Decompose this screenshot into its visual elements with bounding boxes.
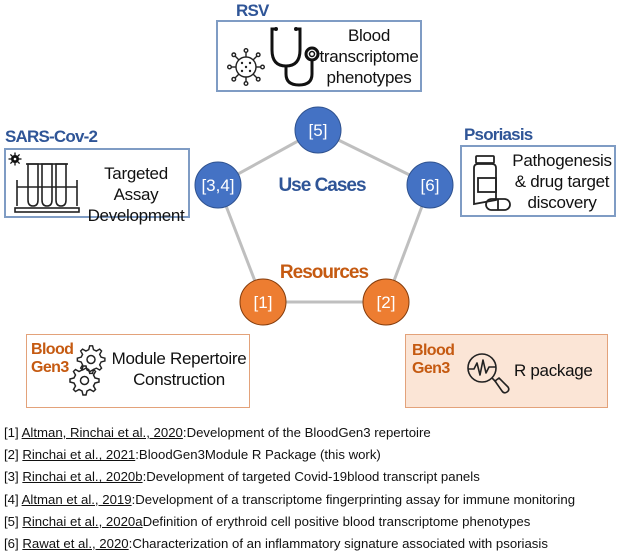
reference-text: BloodGen3Module R Package (this work) [138,447,381,463]
reference-item: [2] Rinchai et al., 2021:BloodGen3Module… [4,444,575,466]
sars-cov-2-description: Targeted Assay Development [82,163,190,226]
reference-citation-link[interactable]: Rinchai et al., 2021 [22,447,136,463]
reference-item: [1] Altman, Rinchai et al., 2020:Develop… [4,422,575,444]
node-3-4-label: [3,4] [201,176,234,195]
reference-item: [3] Rinchai et al., 2020b:Development of… [4,466,575,488]
use-case-psoriasis-box: Pathogenesis & drug target discovery [460,145,616,217]
node-3-4[interactable]: [3,4] [194,161,242,209]
topic-psoriasis: Psoriasis [464,125,533,144]
use-case-rsv-box: Blood transcriptome phenotypes [216,20,422,92]
reference-citation-link[interactable]: Rinchai et al., 2020a [22,513,143,529]
module-repertoire-description: Module Repertoire Construction [109,348,249,390]
node-5-label: [5] [309,121,328,140]
reference-separator: : [128,536,133,552]
description-line: Module Repertoire [111,349,247,368]
resource-r-package-box: Blood Gen3 R package [405,334,608,408]
virus-icon [227,48,266,87]
description-line: & drug target [514,172,610,191]
coronavirus-icon [8,152,22,166]
magnifier-pulse-icon [467,353,510,394]
brand-line: Gen3 [412,360,450,377]
reference-text: Development of targeted Covid-19blood tr… [146,469,480,485]
reference-number: [5] [4,513,19,529]
reference-number: [2] [4,447,19,463]
reference-separator: : [135,447,139,463]
brand-line: Blood [31,341,74,358]
reference-number: [6] [4,536,19,552]
reference-text: Development of the BloodGen3 repertoire [186,425,431,440]
stethoscope-icon [270,27,320,87]
brand-line: Gen3 [31,359,69,376]
bloodgen3-brand: Blood Gen3 [31,341,74,377]
reference-citation-link[interactable]: Rinchai et al., 2020b [22,469,143,485]
topic-sars-cov-2: SARS-Cov-2 [5,127,98,146]
reference-item: [4] Altman et al., 2019:Development of a… [4,489,575,511]
pill-bottle-icon [473,155,511,211]
rsv-description: Blood transcriptome phenotypes [318,25,420,88]
brand-line: Blood [412,342,455,359]
reference-citation-link[interactable]: Altman, Rinchai et al., 2020 [21,425,183,440]
psoriasis-description: Pathogenesis & drug target discovery [510,150,614,213]
reference-text: Development of a transcriptome fingerpri… [135,491,576,507]
description-line: Targeted Assay [104,164,168,204]
reference-list: [1] Altman, Rinchai et al., 2020:Develop… [4,422,575,555]
description-line: Pathogenesis [512,151,612,170]
reference-text: Definition of erythroid cell positive bl… [142,513,531,529]
node-2[interactable]: [2] [362,278,410,326]
use-case-sars-cov-2-box: Targeted Assay Development [4,148,190,225]
node-1[interactable]: [1] [239,278,287,326]
node-6-label: [6] [421,176,440,195]
node-6[interactable]: [6] [406,161,454,209]
reference-citation-link[interactable]: Rawat et al., 2020 [22,536,129,552]
description-line: discovery [527,193,597,212]
node-1-label: [1] [254,293,273,312]
description-line: phenotypes [326,68,412,87]
r-package-description: R package [514,360,602,381]
gears-icon [69,345,106,396]
description-line: Construction [133,370,225,389]
reference-number: [4] [4,491,19,507]
description-line: Blood [348,26,390,45]
reference-separator: : [182,425,187,440]
node-2-label: [2] [377,293,396,312]
description-line: R package [514,361,593,380]
resource-module-repertoire-box: Blood Gen3 Module Repertoire Constructio… [26,334,250,408]
test-tubes-icon [14,163,80,213]
reference-item: [6] Rawat et al., 2020:Characterization … [4,533,575,555]
reference-text: Characterization of an inflammatory sign… [132,536,548,552]
use-cases-title: Use Cases [278,175,366,196]
reference-separator: : [142,469,147,485]
reference-separator: : [131,491,136,507]
reference-citation-link[interactable]: Altman et al., 2019 [21,491,132,507]
description-line: transcriptome [319,47,419,66]
reference-number: [3] [4,469,19,485]
bloodgen3-brand: Blood Gen3 [412,342,455,378]
description-line: Development [87,206,185,225]
topic-rsv: RSV [236,1,269,20]
reference-number: [1] [4,425,19,440]
resources-title: Resources [280,262,369,283]
node-5[interactable]: [5] [294,106,342,154]
reference-item: [5] Rinchai et al., 2020aDefinition of e… [4,511,575,533]
